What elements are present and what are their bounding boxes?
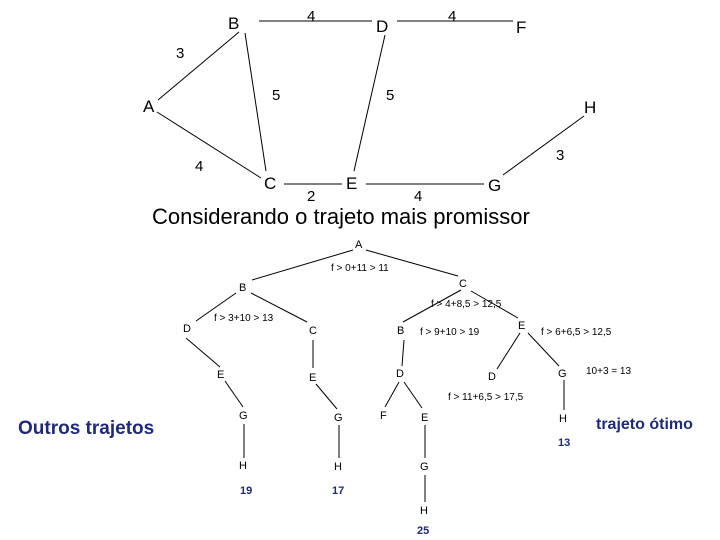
tree-edge-d-e <box>185 337 221 368</box>
tree-node-e-mid: E <box>309 372 316 384</box>
f-annotation-b: f > 3+10 > 13 <box>214 313 274 324</box>
tree-edge-a-c <box>365 249 459 277</box>
tree-node-b: B <box>239 282 246 294</box>
tree-node-g-mid: G <box>334 412 343 424</box>
graph-node-g: G <box>488 176 501 195</box>
graph-node-b: B <box>228 14 239 33</box>
weight-b-c: 5 <box>272 87 280 104</box>
tree-node-d-mid: D <box>396 368 404 380</box>
edge-d-e <box>353 34 386 172</box>
graph-node-a: A <box>143 97 155 116</box>
tree-node-h-deep: H <box>420 505 428 517</box>
tree-node-e-left: E <box>217 369 224 381</box>
f-annotation-e: f > 6+6,5 > 12,5 <box>541 327 612 338</box>
weight-c-e: 2 <box>307 188 315 205</box>
tree-edge-b-c <box>250 292 308 323</box>
graph-node-d: D <box>376 17 388 36</box>
graph-edges <box>156 20 585 185</box>
tree-edge-d-e2 <box>403 381 423 409</box>
label-optimal-path: trajeto ótimo <box>596 416 693 433</box>
tree-node-g: G <box>558 368 567 380</box>
weight-d-f: 4 <box>448 8 456 25</box>
cost-deep: 25 <box>417 525 429 537</box>
f-annotation-root: f > 0+11 > 11 <box>331 263 389 274</box>
f-annotation-c: f > 4+8,5 > 12,5 <box>431 299 502 310</box>
tree-edges <box>185 249 565 502</box>
tree-edge-c-b <box>402 289 462 323</box>
tree-node-e: E <box>518 320 525 332</box>
weight-a-b: 3 <box>176 45 184 62</box>
tree-node-g-deep: G <box>420 461 429 473</box>
weight-g-h: 3 <box>556 147 564 164</box>
tree-edge-e-g <box>527 332 560 367</box>
tree-node-a: A <box>355 239 363 251</box>
graph-node-h: H <box>584 98 596 117</box>
tree-edge-a-b <box>251 249 354 281</box>
cost-mid: 17 <box>332 485 344 497</box>
weight-d-e: 5 <box>386 87 394 104</box>
weight-b-d: 4 <box>307 8 315 25</box>
section-heading: Considerando o trajeto mais promissor <box>152 204 530 229</box>
tree-node-f: F <box>380 410 387 422</box>
f-annotation-b2: f > 9+10 > 19 <box>420 327 480 338</box>
tree-node-d-right: D <box>488 371 496 383</box>
edge-a-c <box>156 111 262 179</box>
graph-node-c: C <box>264 174 276 193</box>
f-annotation-d: f > 11+6,5 > 17,5 <box>448 392 524 403</box>
tree-node-b2: B <box>397 325 404 337</box>
f-annotation-g: 10+3 = 13 <box>586 366 631 377</box>
cost-optimal: 13 <box>558 437 570 449</box>
label-other-paths: Outros trajetos <box>18 418 154 439</box>
tree-node-e-deep: E <box>421 412 428 424</box>
weight-a-c: 4 <box>195 158 203 175</box>
tree-node-h-left: H <box>239 460 247 472</box>
edge-a-b <box>157 31 240 101</box>
edge-g-h <box>502 115 585 176</box>
tree-edge-e2-g <box>315 383 338 410</box>
tree-edge-d-f <box>384 381 400 408</box>
tree-node-h-opt: H <box>559 413 567 425</box>
cost-left: 19 <box>240 485 252 497</box>
tree-edge-c-e <box>470 290 519 319</box>
tree-node-c2: C <box>309 325 317 337</box>
tree-edge-b-d2 <box>401 339 405 367</box>
tree-edge-e-d <box>496 332 521 370</box>
edge-b-c <box>244 32 267 172</box>
tree-node-d: D <box>183 323 191 335</box>
tree-node-g-left: G <box>239 410 248 422</box>
tree-node-c: C <box>459 278 467 290</box>
graph-node-f: F <box>516 18 526 37</box>
weight-e-g: 4 <box>414 188 422 205</box>
tree-edge-e-g2 <box>224 380 244 408</box>
graph-node-e: E <box>346 174 357 193</box>
tree-node-h-mid: H <box>334 461 342 473</box>
tree-edge-b-d <box>195 292 237 322</box>
